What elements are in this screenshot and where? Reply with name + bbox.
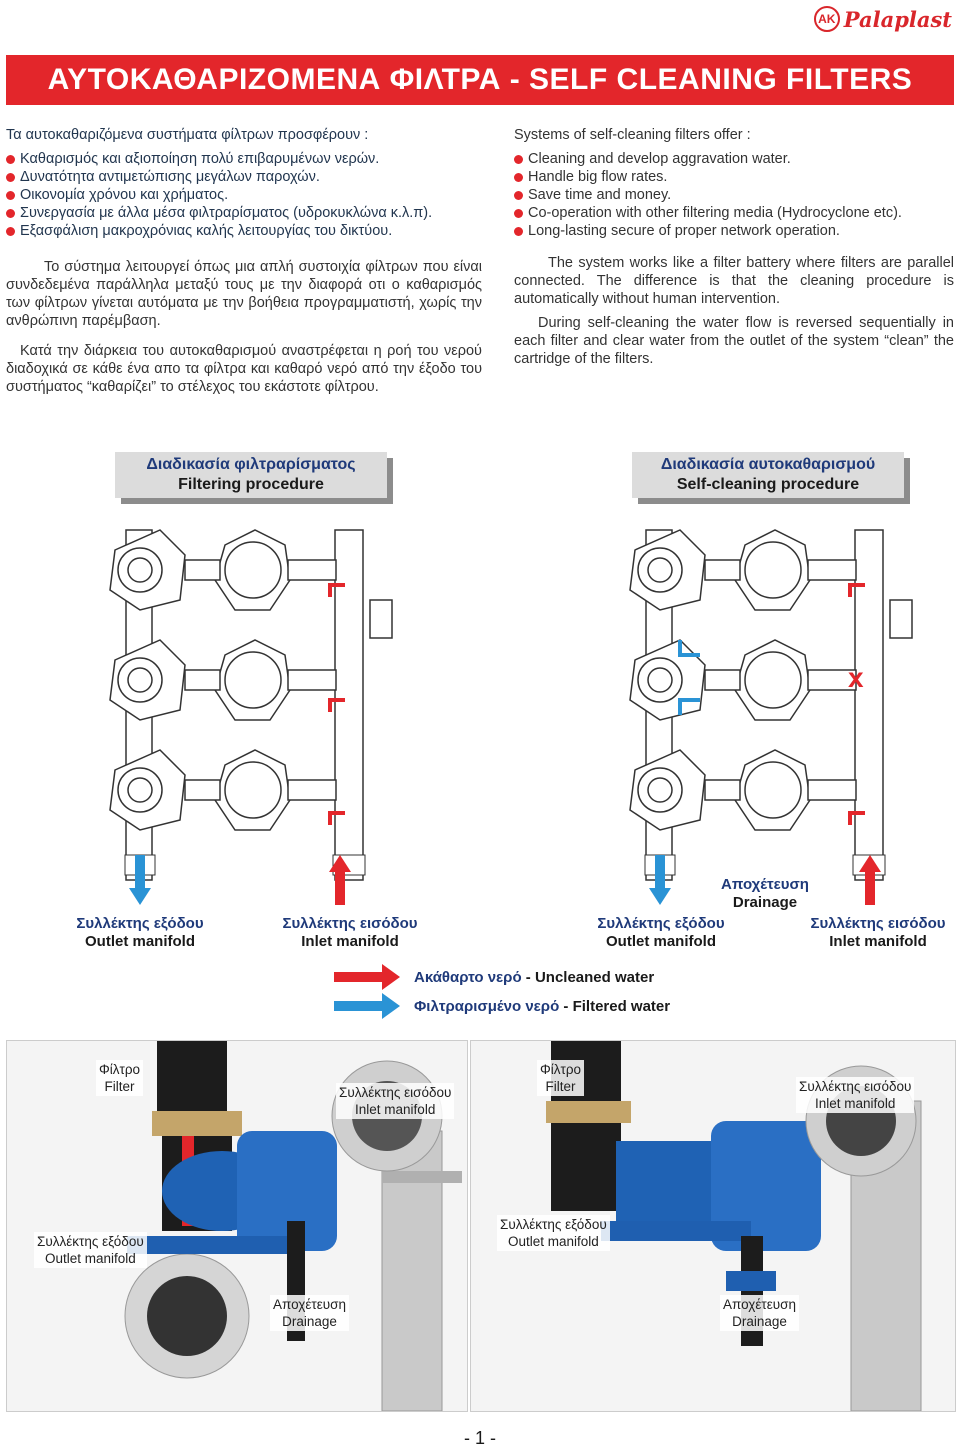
outlet-manifold-caption-2: Συλλέκτης εξόδου Outlet manifold (597, 915, 725, 950)
english-bullet: Co-operation with other filtering media … (514, 204, 954, 222)
filter-valve-row (629, 639, 857, 721)
bullet-dot-icon (6, 227, 15, 236)
greek-bullet: Εξασφάλιση μακροχρόνιας καλής λειτουργία… (6, 222, 482, 240)
legend-arrows (334, 964, 400, 1019)
greek-bullet: Δυνατότητα αντιμετώπισης μεγάλων παροχών… (6, 168, 482, 186)
english-column: Systems of self-cleaning filters offer :… (514, 126, 954, 368)
greek-paragraph-2: Κατά την διάρκεια του αυτοκαθαρισμού ανα… (6, 343, 482, 395)
english-intro: Systems of self-cleaning filters offer : (514, 127, 751, 143)
greek-column: Τα αυτοκαθαριζόμενα συστήματα φίλτρων πρ… (6, 126, 482, 396)
bullet-dot-icon (6, 173, 15, 182)
red-up-arrow (329, 855, 881, 905)
bullet-dot-icon (514, 173, 523, 182)
flow-arrows (678, 583, 865, 825)
ak-logo-icon: AK (813, 6, 840, 32)
page-number: - 1 - (463, 1428, 496, 1448)
inlet-manifold-caption: Συλλέκτης εισόδου Inlet manifold (282, 915, 418, 950)
drainage-caption: Αποχέτευση Drainage (721, 876, 809, 911)
inlet-manifold-caption-2: Συλλέκτης εισόδου Inlet manifold (810, 915, 946, 950)
brand-logo: AK Palaplast (813, 4, 952, 34)
inlet-manifold-pipe (334, 529, 364, 881)
bullet-dot-icon (6, 191, 15, 200)
selfcleaning-diagram: x (629, 529, 913, 881)
inlet-manifold-pipe (854, 529, 884, 881)
selfcleaning-procedure-heading: Διαδικασία αυτοκαθαρισμού Self-cleaning … (632, 452, 904, 498)
filtering-diagram (109, 529, 393, 881)
english-bullet: Save time and money. (514, 186, 954, 204)
greek-intro: Τα αυτοκαθαριζόμενα συστήματα φίλτρων πρ… (6, 127, 369, 143)
bullet-dot-icon (6, 155, 15, 164)
bullet-dot-icon (514, 191, 523, 200)
manifold-flow-arrows (129, 855, 881, 905)
page-title: ΑΥΤΟΚΑΘΑΡΙΖΟΜΕΝΑ ΦΙΛΤΡΑ - SELF CLEANING … (6, 55, 954, 105)
filtering-procedure-heading: Διαδικασία φιλτραρίσματος Filtering proc… (115, 452, 387, 498)
product-photo-right (470, 1040, 956, 1412)
greek-paragraph-1: Το σύστημα λειτουργεί όπως μια απλή συστ… (6, 259, 482, 329)
flow-arrows (328, 583, 345, 825)
blue-down-arrow (129, 855, 671, 905)
air-valve-icon (369, 599, 393, 639)
filter-valve-row (629, 529, 857, 611)
outlet-manifold-caption: Συλλέκτης εξόδου Outlet manifold (76, 915, 204, 950)
filter-valve-row (109, 639, 337, 721)
filter-valve-row (109, 749, 337, 831)
bullet-dot-icon (514, 227, 523, 236)
filtered-water-arrow-icon (334, 993, 400, 1019)
closed-valve-mark: x (848, 662, 864, 693)
greek-bullet: Καθαρισμός και αξιοποίηση πολύ επιβαρυμέ… (6, 150, 482, 168)
uncleaned-water-arrow-icon (334, 964, 400, 990)
english-paragraph-2: During self-cleaning the water flow is r… (514, 315, 954, 367)
bullet-dot-icon (514, 155, 523, 164)
english-paragraph-1: The system works like a filter battery w… (514, 255, 954, 307)
greek-bullet: Συνεργασία με άλλα μέσα φιλτραρίσματος (… (6, 204, 482, 222)
english-bullet: Cleaning and develop aggravation water. (514, 150, 954, 168)
filter-valve-row (109, 529, 337, 611)
bullet-dot-icon (514, 209, 523, 218)
filter-valve-row (629, 749, 857, 831)
english-bullet: Handle big flow rates. (514, 168, 954, 186)
english-bullet: Long-lasting secure of proper network op… (514, 222, 954, 240)
legend-uncleaned: Ακάθαρτο νερό - Uncleaned water (414, 969, 655, 986)
brand-name: Palaplast (843, 6, 952, 32)
greek-bullet: Οικονομία χρόνου και χρήματος. (6, 186, 482, 204)
legend-filtered: Φιλτραρισμένο νερό - Filtered water (414, 998, 671, 1015)
bullet-dot-icon (6, 209, 15, 218)
air-valve-icon (889, 599, 913, 639)
